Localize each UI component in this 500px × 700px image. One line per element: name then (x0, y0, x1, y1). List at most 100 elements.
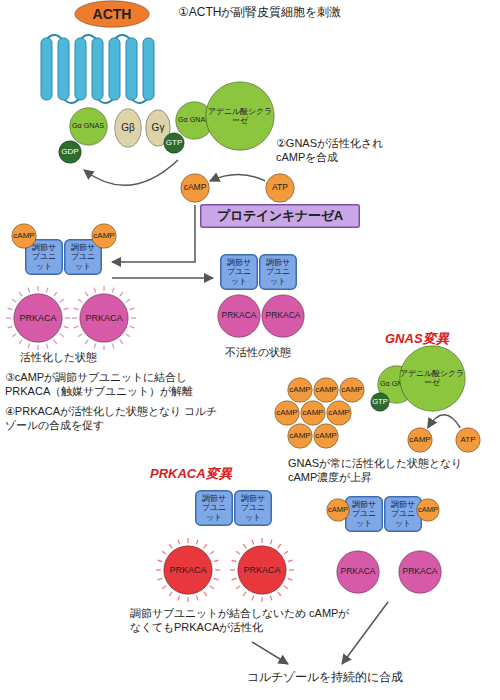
node-text: 調節サブユニット (68, 243, 98, 271)
glow-stroke (46, 288, 48, 293)
prkaca-circle: PRKACA (79, 293, 129, 343)
ellipse-outline (181, 174, 210, 203)
node-text: PRKACA (266, 311, 301, 321)
glow-stroke (64, 308, 69, 310)
box-outline (385, 497, 422, 532)
node-text: PRKACA (243, 565, 280, 575)
ellipse-outline (288, 424, 313, 449)
kinase-box: プロテインキナーゼA (200, 204, 360, 228)
glow-stroke (278, 592, 281, 596)
glow-stroke (28, 288, 30, 293)
subunit-box: 調節サブユニット (259, 254, 297, 290)
glow-stroke (112, 344, 114, 349)
box-outline (260, 255, 297, 290)
equilibrium-arrow (112, 277, 213, 279)
glow-stroke (78, 299, 82, 302)
ellipse-outline (266, 174, 295, 203)
glow-stroke (214, 578, 219, 580)
node-text: PRKACA (403, 567, 438, 577)
node-text: cAMP (289, 431, 310, 440)
glow-stroke (169, 544, 172, 548)
glow-stroke (162, 551, 166, 554)
node-text: cAMP (302, 408, 323, 417)
camp-circle: cAMP (11, 223, 37, 249)
box-outline (346, 497, 383, 532)
camp-circle: cAMP (313, 423, 339, 449)
step-note: ③cAMPが調節サブユニットに結合し PRKACA（触媒サブユニット）が解離 (5, 370, 223, 399)
glow-stroke (261, 538, 262, 543)
glow-stroke (187, 538, 188, 543)
camp-circle: cAMP (339, 377, 365, 403)
camp-circle: cAMP (180, 173, 210, 203)
glow-stroke (112, 288, 114, 293)
ellipse-outline (275, 401, 300, 426)
prkaca-circle: PRKACA (163, 545, 213, 595)
node-text: 調節サブユニット (388, 500, 418, 528)
glow-stroke (232, 578, 237, 580)
glow-stroke (74, 308, 79, 310)
node-text: cAMP (93, 231, 114, 240)
reaction-arrow (210, 174, 265, 181)
node-text: PRKACA (222, 311, 257, 321)
node-text: PRKACA (85, 313, 122, 323)
node-text: cAMP (315, 385, 336, 394)
mutation-note: GNASが常に活性化した状態となり cAMP濃度が上昇 (288, 456, 488, 485)
glow-stroke (270, 596, 272, 601)
node-text: GTP (372, 398, 387, 407)
glow-stroke (46, 344, 48, 349)
glow-stroke (12, 334, 16, 337)
glow-stroke (214, 560, 219, 562)
camp-circle: cAMP (300, 400, 326, 426)
node-text: cAMP (409, 435, 430, 444)
cyclase-circle: アデニル酸シクラーゼ (205, 81, 275, 151)
ellipse-outline (218, 295, 261, 338)
prkaca-circle: PRKACA (237, 545, 287, 595)
gtp-circle: GTP (163, 132, 185, 154)
glow-stroke (78, 334, 82, 337)
mutation-title: GNAS変異 (385, 331, 490, 348)
node-text: 調節サブユニット (29, 243, 59, 271)
ellipse-outline (340, 378, 365, 403)
glow-stroke (187, 597, 188, 602)
node-text: cAMP (184, 183, 207, 193)
glow-stroke (210, 551, 214, 554)
pka-branch-line (112, 205, 195, 262)
prkaca-circle: PRKACA (261, 294, 305, 338)
node-text: cAMP (315, 431, 336, 440)
glow-stroke (64, 326, 69, 328)
node-text: ATP (461, 435, 476, 444)
subunit-box: 調節サブユニット (220, 254, 258, 290)
glow-stroke (156, 569, 161, 570)
node-text: PRKACA (341, 567, 376, 577)
node-text: Gγ (152, 122, 165, 134)
glow-stroke (130, 308, 135, 310)
glow-stroke (210, 586, 214, 589)
glow-stroke (103, 286, 104, 291)
glow-stroke (85, 340, 88, 344)
node-text: ACTH (93, 6, 132, 22)
ellipse-outline (399, 345, 465, 411)
ellipse-outline (92, 224, 117, 249)
ellipse-outline (327, 499, 350, 522)
cyclase-circle: アデニル酸シクラーゼ (399, 345, 466, 412)
ellipse-outline (327, 401, 352, 426)
ellipse-outline (314, 378, 339, 403)
prkaca-circle: PRKACA (398, 550, 442, 594)
ellipse-outline (69, 107, 107, 145)
box-outline (196, 491, 233, 526)
hormone-ellipse: ACTH (74, 0, 150, 28)
ellipse-outline (262, 295, 305, 338)
glow-stroke (12, 299, 16, 302)
g-beta-ellipse: Gβ (114, 108, 142, 148)
glow-stroke (252, 596, 254, 601)
glow-stroke (54, 340, 57, 344)
receptor-helices (41, 35, 154, 103)
glow-stroke (232, 560, 237, 562)
subunit-box: 調節サブユニット (234, 490, 272, 526)
ellipse-outline (238, 546, 287, 595)
node-text: PRKACA (169, 565, 206, 575)
glow-stroke (236, 586, 240, 589)
glow-stroke (289, 569, 294, 570)
mutation-title: PRKACA変異 (150, 466, 270, 483)
box-outline (235, 491, 272, 526)
